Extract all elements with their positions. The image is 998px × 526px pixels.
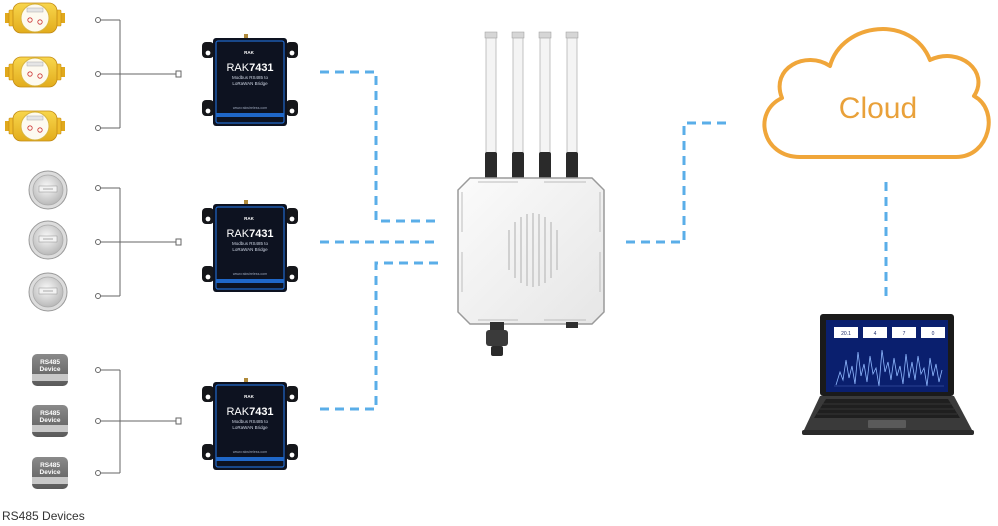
footer-label-rs485-devices: RS485 Devices <box>2 509 85 523</box>
rs485-device-label-line2: Device <box>40 469 61 476</box>
bridge-model-title: RAK7431 <box>226 62 273 74</box>
wire-group-brass <box>98 19 176 129</box>
laptop: 20.1 4 7 0 <box>802 314 974 435</box>
rak7431-bridge-1: RAK RAK7431 Modbus RS485 to LoRaWAN Brid… <box>201 33 299 127</box>
bridge-subtitle-line2: LoRaWAN Bridge <box>232 247 268 252</box>
bridge-subtitle-line2: LoRaWAN Bridge <box>232 425 268 430</box>
brass-water-meter-3 <box>4 110 66 142</box>
bridge-subtitle-line1: Modbus RS485 to <box>232 241 269 246</box>
rak7431-bridge-3: RAK RAK7431 Modbus RS485 to LoRaWAN Brid… <box>201 377 299 471</box>
bridge-brand-logo: RAK <box>244 50 254 55</box>
rs485-device-3: RS485 Device <box>32 457 68 489</box>
gateway-vent-grille <box>508 213 558 287</box>
gateway-enclosure <box>457 177 605 325</box>
dashboard-tiles: 20.1 4 7 0 <box>834 327 945 338</box>
bridge-website: www.rakwireless.com <box>233 450 267 454</box>
bridge-model-title: RAK7431 <box>226 228 273 240</box>
rak7431-bridge-2: RAK RAK7431 Modbus RS485 to LoRaWAN Brid… <box>201 199 299 293</box>
rs485-device-label-line2: Device <box>40 366 61 373</box>
dashboard-tile-value: 7 <box>903 331 906 337</box>
link-gateway-cloud <box>626 121 732 244</box>
rs485-device-1: RS485 Device <box>32 354 68 386</box>
bridge-subtitle-line1: Modbus RS485 to <box>232 75 269 80</box>
cloud: Cloud <box>762 27 991 159</box>
bridge-subtitle-line2: LoRaWAN Bridge <box>232 81 268 86</box>
silver-meter-2 <box>28 220 68 260</box>
dashboard-tile-value: 4 <box>874 331 877 337</box>
rs485-device-label-line1: RS485 <box>40 410 60 417</box>
lorawan-gateway <box>457 31 605 356</box>
cloud-icon <box>762 27 991 159</box>
dashboard-tile-value: 20.1 <box>841 331 851 337</box>
silver-meter-3 <box>28 272 68 312</box>
link-bridge3-gateway <box>320 261 440 411</box>
brass-water-meter-1 <box>4 2 66 34</box>
rs485-device-label-line1: RS485 <box>40 462 60 469</box>
link-bridge1-gateway <box>320 70 440 223</box>
silver-meter-1 <box>28 170 68 210</box>
lorawan-links <box>320 70 888 411</box>
gateway-antennas <box>484 31 579 180</box>
bridge-brand-logo: RAK <box>244 394 254 399</box>
dashboard-graph <box>835 349 943 387</box>
cloud-label: Cloud <box>839 92 917 125</box>
rs485-device-label-line1: RS485 <box>40 359 60 366</box>
wire-terminals <box>95 17 182 476</box>
gateway-cable-gland <box>486 322 578 356</box>
bridge-brand-logo: RAK <box>244 216 254 221</box>
wire-group-silver <box>98 187 176 297</box>
rs485-device-2: RS485 Device <box>32 405 68 437</box>
bridge-website: www.rakwireless.com <box>233 272 267 276</box>
wire-group-rs485 <box>98 369 176 474</box>
bridge-website: www.rakwireless.com <box>233 106 267 110</box>
bridge-model-title: RAK7431 <box>226 406 273 418</box>
rs485-device-label-line2: Device <box>40 417 61 424</box>
brass-water-meter-2 <box>4 56 66 88</box>
dashboard-tile-value: 0 <box>932 331 935 337</box>
bridge-subtitle-line1: Modbus RS485 to <box>232 419 269 424</box>
laptop-touchpad <box>868 420 906 428</box>
